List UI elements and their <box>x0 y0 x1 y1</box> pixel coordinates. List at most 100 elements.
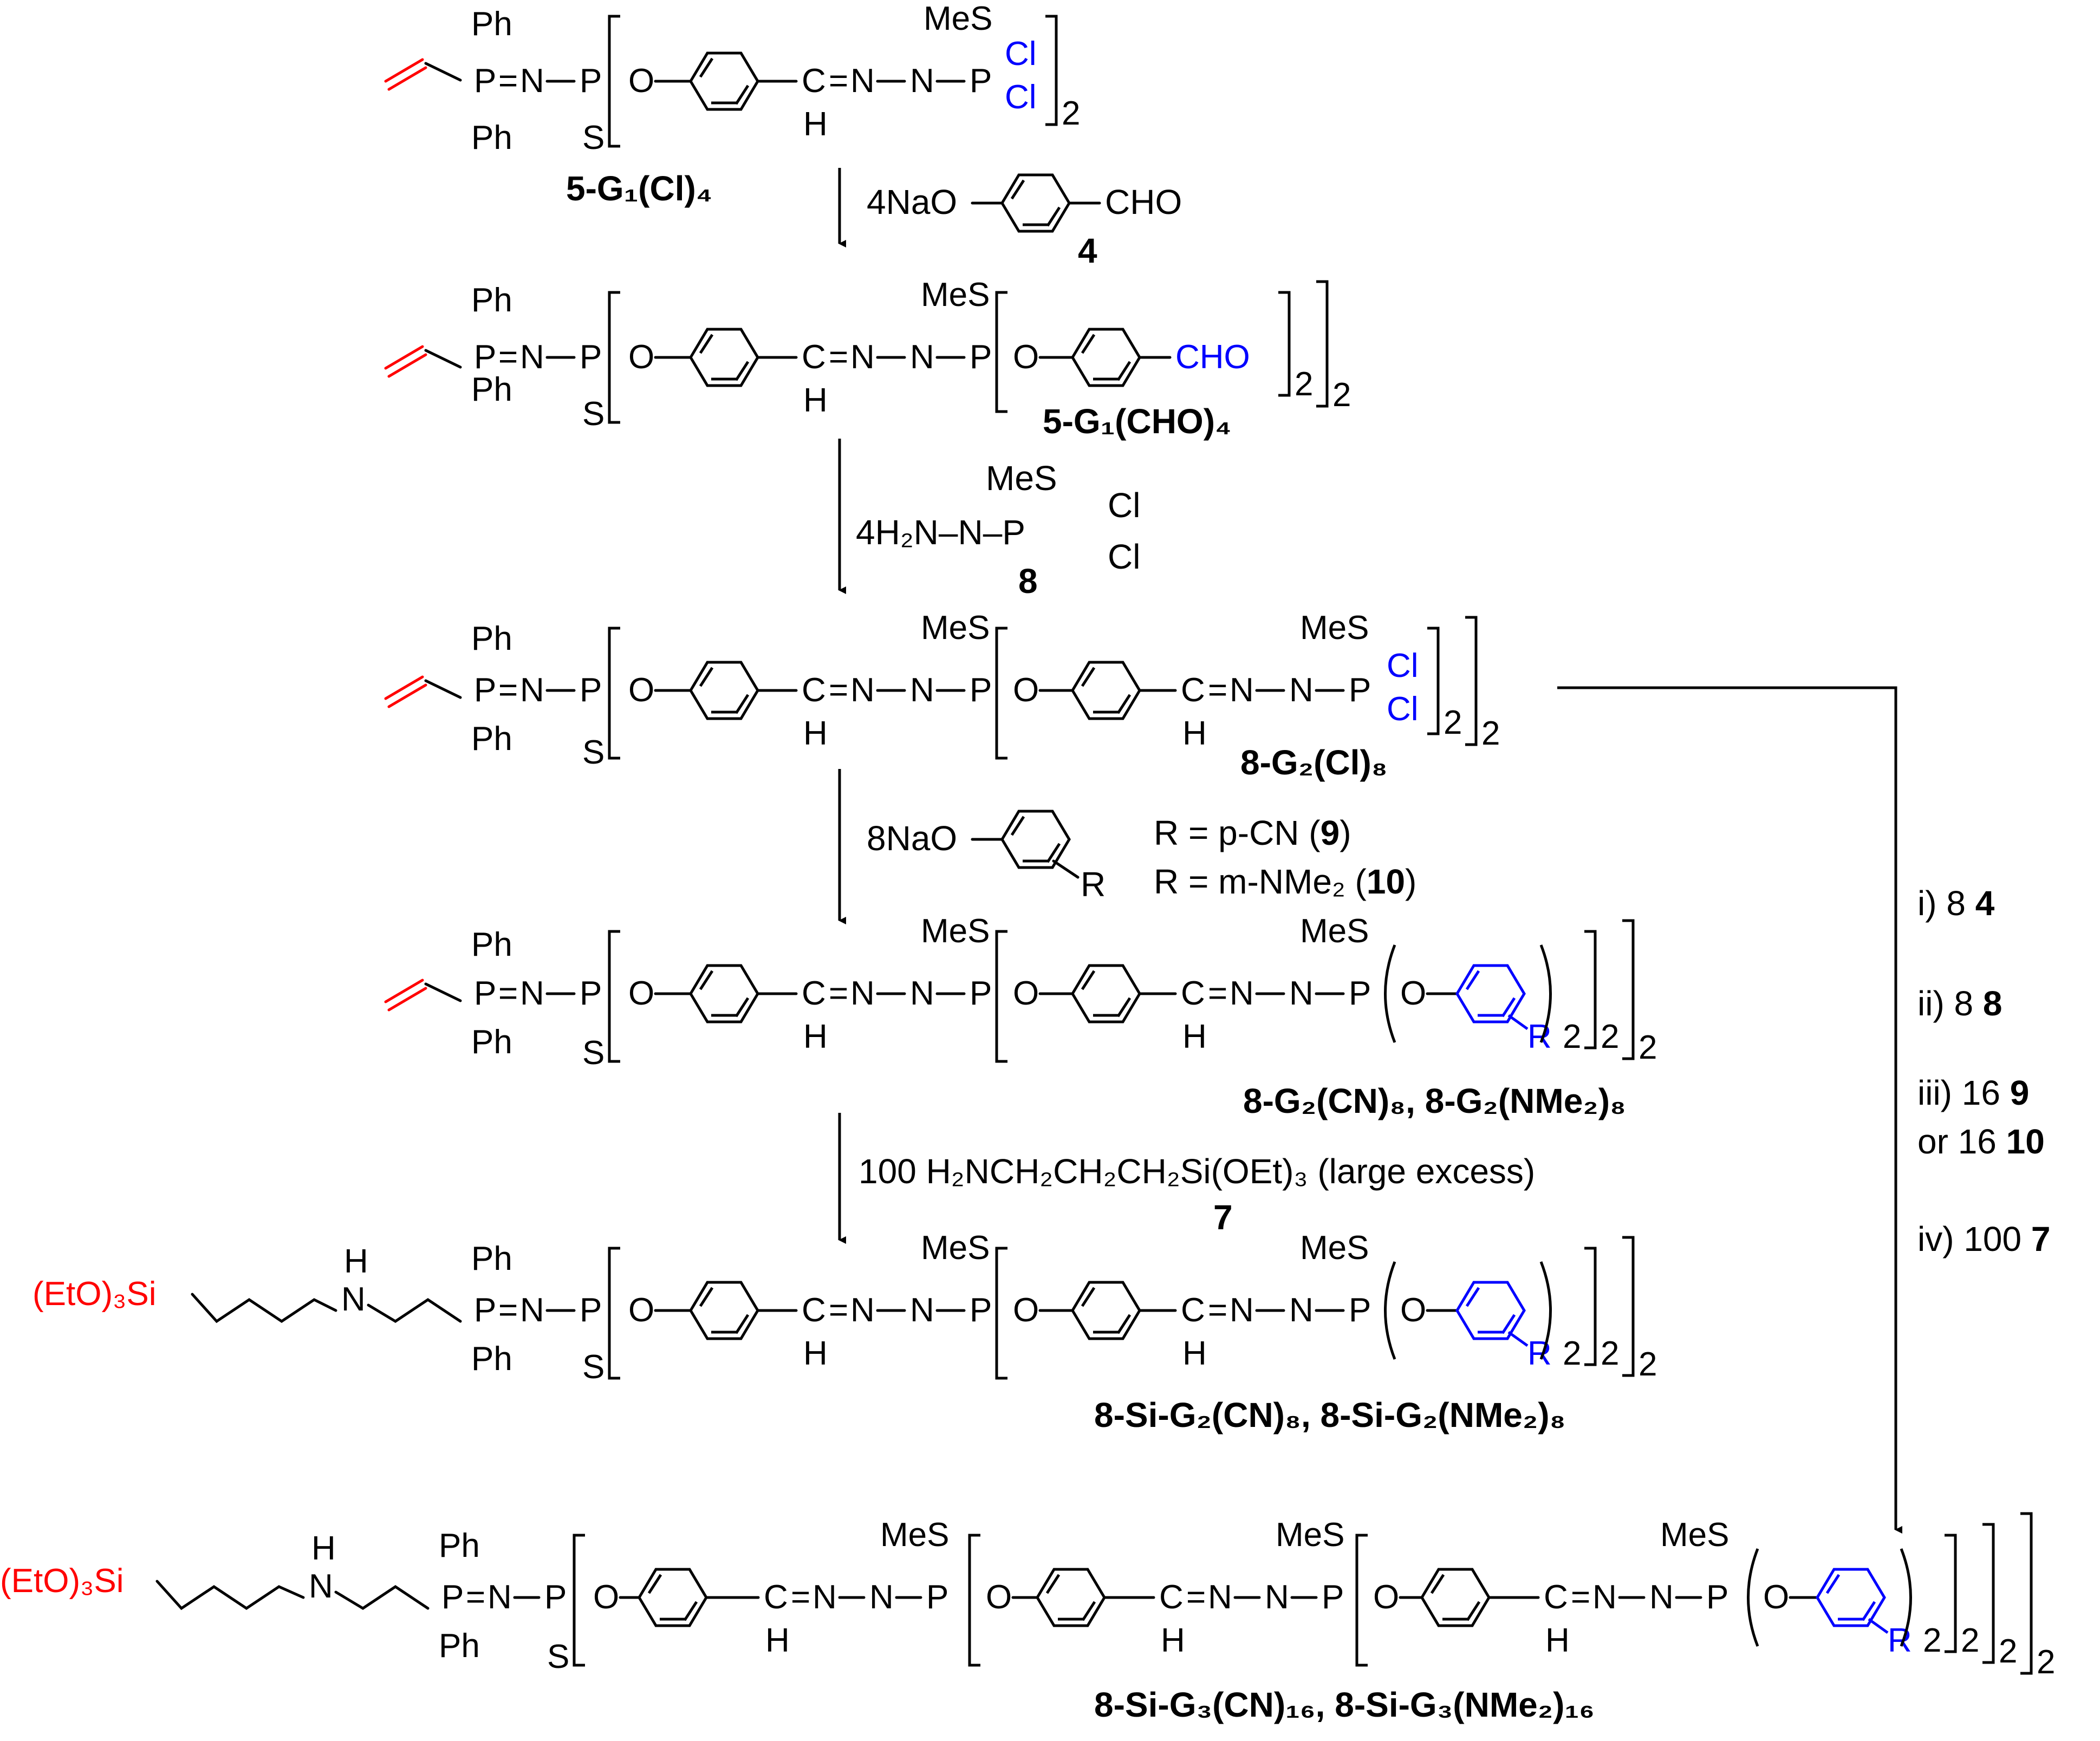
svg-text:O: O <box>628 62 654 100</box>
svg-text:Ph: Ph <box>471 720 512 758</box>
svg-text:N: N <box>1289 1292 1314 1329</box>
svg-text:100 H₂NCH₂CH₂CH₂Si(OEt)₃ (larg: 100 H₂NCH₂CH₂CH₂Si(OEt)₃ (large excess) <box>859 1152 1535 1191</box>
side-route-arrow <box>1557 686 1902 1534</box>
cl-bot: Cl <box>1005 79 1037 116</box>
svg-text:P: P <box>580 975 602 1012</box>
ph-label: Ph <box>471 5 512 43</box>
svg-text:N: N <box>850 338 875 376</box>
svg-text:Cl: Cl <box>1108 537 1140 576</box>
label-8-g2-cl8: 8-G₂(Cl)₈ <box>1240 743 1388 782</box>
svg-text:S: S <box>582 395 604 433</box>
compound-8-si-g2: (EtO)₃Si N H Ph P Ph = N P S O C H = N N… <box>32 1229 1657 1434</box>
svg-text:P: P <box>970 671 992 709</box>
svg-text:P: P <box>1706 1579 1728 1616</box>
svg-text:N: N <box>1230 975 1254 1012</box>
svg-text:8: 8 <box>1018 562 1038 601</box>
svg-text:O: O <box>628 671 654 709</box>
svg-text:R: R <box>1081 865 1106 904</box>
svg-text:P: P <box>1349 975 1371 1012</box>
svg-text:2: 2 <box>1601 1018 1619 1055</box>
svg-text:N: N <box>850 671 875 709</box>
svg-text:=: = <box>829 62 848 100</box>
svg-text:H: H <box>1182 1335 1207 1372</box>
svg-text:2: 2 <box>1639 1346 1657 1383</box>
svg-text:H: H <box>1182 715 1207 752</box>
svg-text:8NaO: 8NaO <box>867 819 957 858</box>
svg-text:N: N <box>850 62 875 100</box>
svg-text:2: 2 <box>1481 715 1500 752</box>
compound-8-si-g3: (EtO)₃Si N H Ph P Ph = N P S O C H = N N… <box>0 1512 2055 1724</box>
svg-text:N: N <box>812 1579 837 1616</box>
svg-text:2: 2 <box>1601 1335 1619 1372</box>
svg-text:C: C <box>764 1579 788 1616</box>
svg-text:Ph: Ph <box>439 1627 480 1665</box>
svg-text:Cl: Cl <box>1108 486 1140 525</box>
svg-text:N: N <box>520 338 544 376</box>
label-8-si-g2: 8-Si-G₂(CN)₈, 8-Si-G₂(NMe₂)₈ <box>1094 1396 1566 1434</box>
svg-text:P: P <box>474 62 496 100</box>
svg-text:Ph: Ph <box>471 371 512 408</box>
svg-text:C: C <box>1544 1579 1568 1616</box>
side-route-conditions: i) 8 4 ii) 8 8 iii) 16 9 or 16 10 iv) 10… <box>1917 884 2050 1259</box>
svg-text:O: O <box>1373 1579 1399 1616</box>
svg-text:R = p-CN (9): R = p-CN (9) <box>1154 813 1351 852</box>
reagent-step-1: 4NaO CHO 4 <box>867 175 1182 270</box>
svg-text:2: 2 <box>1563 1018 1581 1055</box>
svg-text:O: O <box>628 975 654 1012</box>
cho-end-group: CHO <box>1175 338 1250 376</box>
svg-text:N: N <box>850 1292 875 1329</box>
svg-text:N: N <box>910 671 934 709</box>
svg-text:N: N <box>520 62 544 100</box>
svg-text:C: C <box>802 62 826 100</box>
svg-text:=: = <box>1208 975 1227 1012</box>
svg-text:P: P <box>580 338 602 376</box>
svg-text:O: O <box>1013 975 1039 1012</box>
svg-text:Ph: Ph <box>471 282 512 319</box>
svg-text:S: S <box>582 734 604 771</box>
svg-text:N: N <box>1649 1579 1674 1616</box>
svg-text:MeS: MeS <box>986 459 1057 498</box>
svg-text:N: N <box>1289 975 1314 1012</box>
svg-text:MeS: MeS <box>1660 1516 1729 1554</box>
svg-text:2: 2 <box>1332 376 1351 414</box>
svg-text:N: N <box>1230 671 1254 709</box>
svg-text:Ph: Ph <box>471 119 512 157</box>
svg-text:O: O <box>986 1579 1012 1616</box>
svg-text:S: S <box>582 119 604 157</box>
reagent-step-3: 8NaO R R = p-CN (9) R = m-NMe₂ (10) <box>867 811 1416 904</box>
svg-text:H: H <box>1545 1622 1570 1659</box>
svg-text:2: 2 <box>1062 95 1080 132</box>
svg-text:Ph: Ph <box>439 1527 480 1564</box>
svg-text:S: S <box>582 1034 604 1072</box>
label-8-si-g3: 8-Si-G₃(CN)₁₆, 8-Si-G₃(NMe₂)₁₆ <box>1094 1685 1595 1724</box>
svg-text:MeS: MeS <box>921 609 990 647</box>
vinyl-bond <box>384 58 424 83</box>
svg-text:P: P <box>474 338 496 376</box>
svg-text:P: P <box>544 1579 567 1616</box>
svg-text:N: N <box>850 975 875 1012</box>
svg-text:P: P <box>970 62 992 100</box>
svg-text:C: C <box>802 338 826 376</box>
svg-text:2: 2 <box>1639 1029 1657 1066</box>
svg-text:N: N <box>341 1281 366 1318</box>
svg-text:O: O <box>628 1292 654 1329</box>
svg-text:O: O <box>1400 1292 1426 1329</box>
svg-text:R = m-NMe₂ (10): R = m-NMe₂ (10) <box>1154 862 1416 901</box>
svg-text:S: S <box>582 1348 604 1386</box>
reagent-step-4: 100 H₂NCH₂CH₂CH₂Si(OEt)₃ (large excess) … <box>859 1152 1535 1237</box>
compound-8-g2-cl8: Ph P Ph = N P S O C H = N N MeS P O C H … <box>384 609 1500 782</box>
svg-text:P: P <box>1322 1579 1344 1616</box>
svg-text:O: O <box>628 338 654 376</box>
svg-text:H: H <box>311 1530 336 1567</box>
svg-text:H: H <box>803 1018 828 1055</box>
svg-text:2: 2 <box>1295 366 1313 403</box>
svg-text:2: 2 <box>1563 1335 1581 1372</box>
svg-text:P: P <box>474 671 496 709</box>
svg-text:H: H <box>765 1622 790 1659</box>
svg-text:C: C <box>802 671 826 709</box>
svg-text:P: P <box>441 1579 464 1616</box>
svg-text:O: O <box>1013 1292 1039 1329</box>
svg-text:N: N <box>1208 1579 1232 1616</box>
svg-text:7: 7 <box>1213 1198 1233 1237</box>
